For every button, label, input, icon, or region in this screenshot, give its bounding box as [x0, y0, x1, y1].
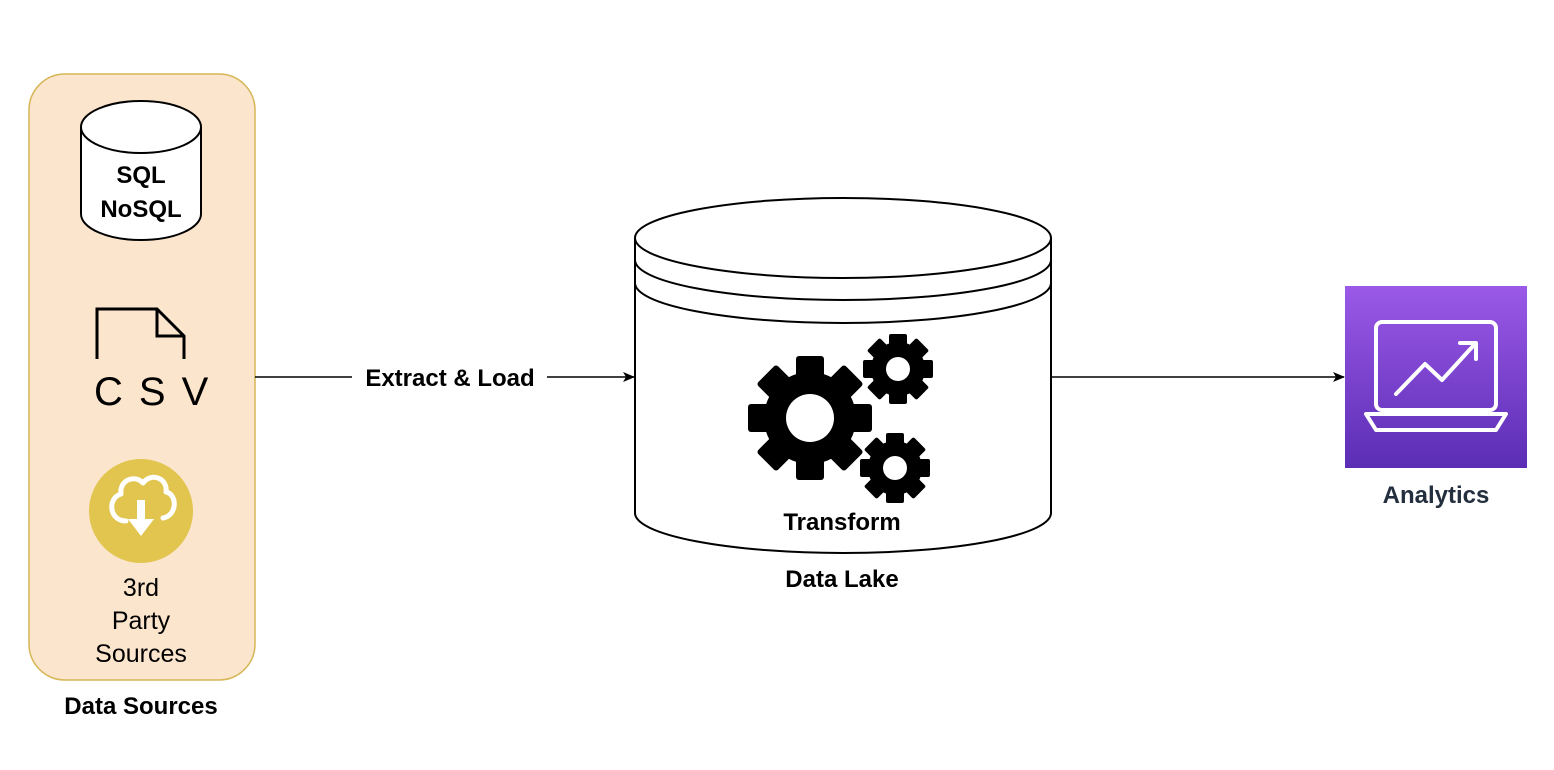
- data-lake-label: Data Lake: [785, 566, 898, 593]
- laptop-chart-icon: [1364, 320, 1508, 432]
- database-label-line2: NoSQL: [100, 196, 181, 223]
- cloud-download-icon: [89, 459, 193, 563]
- analytics-node: [1345, 286, 1527, 468]
- transform-label: Transform: [783, 509, 900, 536]
- third-party-label-line1: 3rd: [123, 574, 159, 602]
- document-icon: [95, 307, 186, 359]
- data-sources-group: SQL NoSQL CSV 3rd Party Sources: [28, 73, 256, 681]
- analytics-label: Analytics: [1383, 482, 1490, 509]
- csv-label: CSV: [94, 370, 224, 414]
- small-gear-icon-top: [863, 334, 933, 404]
- data-sources-label: Data Sources: [64, 693, 217, 720]
- gears-icon: [748, 334, 933, 503]
- small-gear-icon-bottom: [860, 433, 930, 503]
- third-party-label-line3: Sources: [95, 640, 187, 668]
- database-cylinder-icon: [80, 100, 202, 241]
- large-gear-icon: [748, 356, 872, 480]
- extract-load-label: Extract & Load: [365, 365, 534, 392]
- third-party-label-line2: Party: [112, 607, 171, 635]
- database-label-line1: SQL: [116, 162, 165, 189]
